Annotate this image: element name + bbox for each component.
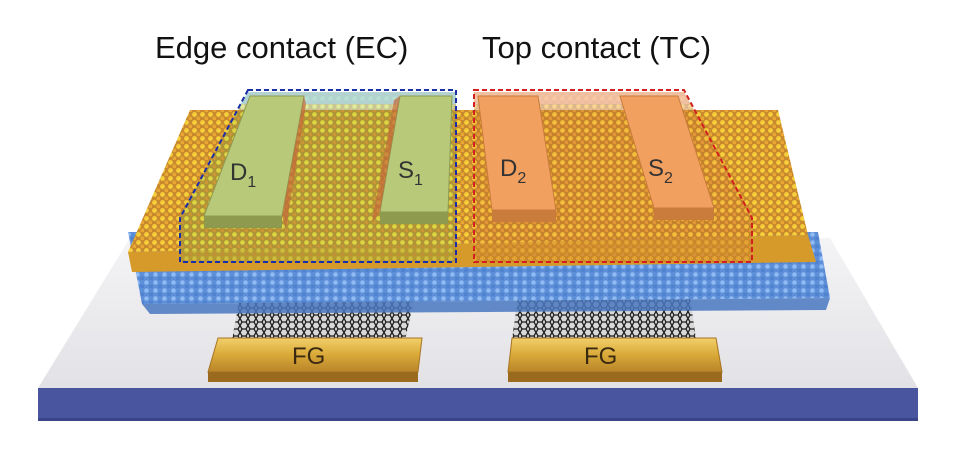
fg-right-label: FG	[584, 343, 617, 370]
substrate-side	[38, 388, 918, 418]
electrode-s2: S2	[619, 95, 715, 220]
s1-label: S1	[398, 157, 423, 189]
electrode-s1: S1	[372, 95, 453, 224]
s2-label: S2	[648, 155, 673, 187]
electrode-d2: D2	[477, 95, 557, 222]
edge-contact-title: Edge contact (EC)	[155, 30, 408, 65]
tc-dashed-outline	[473, 89, 753, 263]
d1-label: D1	[230, 159, 256, 191]
electrode-d1: D1	[203, 95, 306, 228]
ec-dashed-outline	[179, 89, 457, 263]
fg-left-label: FG	[292, 343, 325, 370]
top-contact-title: Top contact (TC)	[482, 30, 711, 65]
floating-gate-right: FG	[507, 337, 723, 382]
d2-label: D2	[500, 155, 526, 187]
floating-gate-left: FG	[207, 337, 423, 382]
